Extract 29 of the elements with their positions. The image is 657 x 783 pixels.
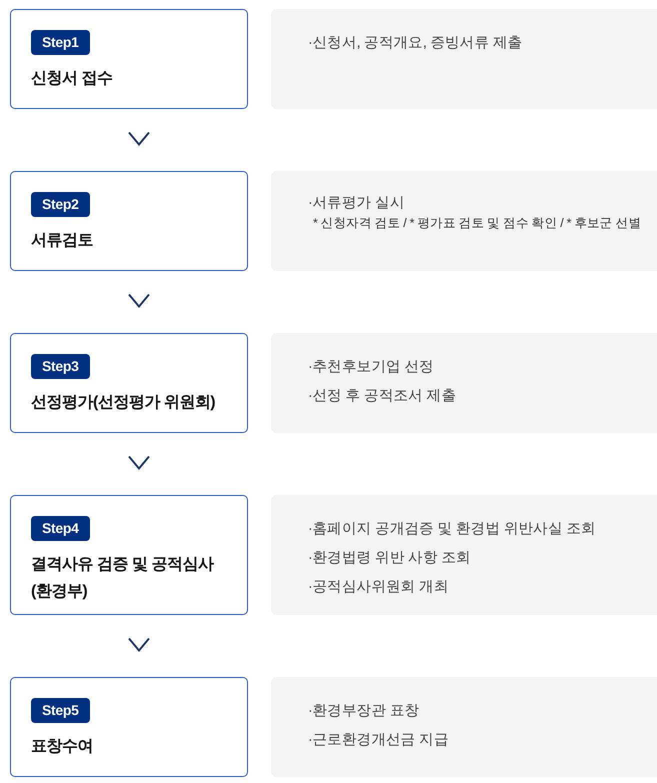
detail-text: ·환경법령 위반 사항 조회 xyxy=(308,549,472,568)
step-box xyxy=(10,9,248,109)
step-badge: Step3 xyxy=(31,354,90,379)
step-title: 표창수여 xyxy=(31,737,94,757)
detail-text: ·홈페이지 공개검증 및 환경법 위반사실 조회 xyxy=(308,520,597,539)
step-box xyxy=(10,333,248,433)
chevron-arrow xyxy=(128,638,150,652)
step-title: 신청서 접수 xyxy=(31,69,114,89)
step-title: 선정평가(선정평가 위원회) xyxy=(31,393,216,413)
step-badge: Step1 xyxy=(31,30,90,55)
step-badge: Step4 xyxy=(31,516,90,541)
chevron-arrow xyxy=(128,294,150,308)
step-box xyxy=(10,171,248,271)
detail-text: ·환경부장관 표창 xyxy=(308,702,420,721)
detail-text: ·서류평가 실시 xyxy=(308,194,406,213)
detail-text: ·근로환경개선금 지급 xyxy=(308,731,450,750)
chevron-arrow xyxy=(128,132,150,146)
detail-text: ·공적심사위원회 개최 xyxy=(308,578,450,597)
step-badge: Step2 xyxy=(31,192,90,217)
step-box xyxy=(10,495,248,615)
note-text: * 신청자격 검토 / * 평가표 검토 및 점수 확인 / * 후보군 선별 xyxy=(312,215,642,231)
step-title: 서류검토 xyxy=(31,231,94,251)
detail-text: ·추천후보기업 선정 xyxy=(308,358,435,377)
step-title: 결격사유 검증 및 공적심사 (환경부) xyxy=(31,555,215,602)
step-box xyxy=(10,677,248,777)
detail-text: ·신청서, 공적개요, 증빙서류 제출 xyxy=(308,34,524,53)
step-badge: Step5 xyxy=(31,698,90,723)
detail-text: ·선정 후 공적조서 제출 xyxy=(308,387,458,406)
chevron-arrow xyxy=(128,456,150,470)
